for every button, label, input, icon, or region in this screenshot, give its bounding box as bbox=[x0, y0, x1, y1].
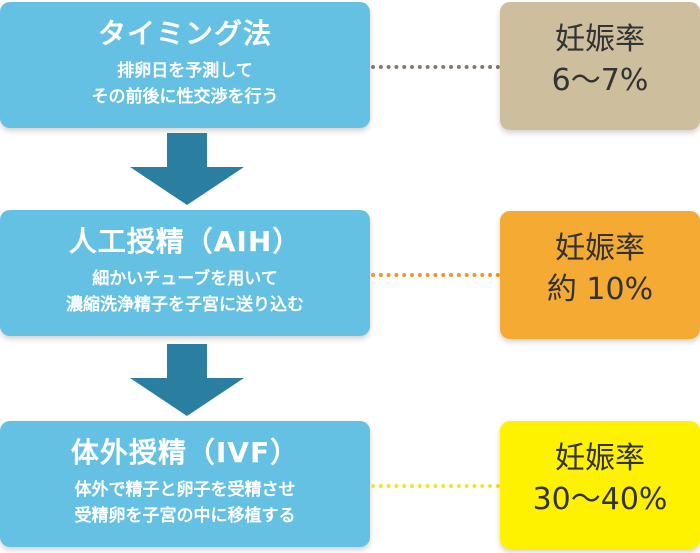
step-desc-line: その前後に性交渉を行う bbox=[91, 87, 279, 107]
pregnancy-rate-ivf: 妊娠率 30～40% bbox=[500, 421, 700, 549]
rate-label: 妊娠率 bbox=[555, 22, 645, 57]
step-description: 排卵日を予測して その前後に性交渉を行う bbox=[0, 58, 370, 110]
step-description: 細かいチューブを用いて 濃縮洗浄精子を子宮に送り込む bbox=[0, 266, 370, 318]
step-desc-line: 受精卵を子宮の中に移植する bbox=[74, 506, 296, 526]
step-desc-line: 排卵日を予測して bbox=[117, 61, 253, 81]
rate-label: 妊娠率 bbox=[555, 231, 645, 266]
step-in-vitro-fertilization: 体外授精（IVF） 体外で精子と卵子を受精させ 受精卵を子宮の中に移植する bbox=[0, 421, 370, 547]
step-artificial-insemination: 人工授精（AIH） 細かいチューブを用いて 濃縮洗浄精子を子宮に送り込む bbox=[0, 210, 370, 336]
step-title: 体外授精（IVF） bbox=[70, 436, 300, 469]
dotted-connector bbox=[371, 65, 500, 69]
down-arrow-icon bbox=[130, 133, 244, 205]
pregnancy-rate-timing: 妊娠率 6～7% bbox=[500, 2, 700, 130]
step-title: タイミング法 bbox=[97, 17, 272, 50]
rate-label: 妊娠率 bbox=[555, 441, 645, 476]
dotted-connector bbox=[371, 273, 500, 277]
rate-value: 6～7% bbox=[551, 63, 649, 98]
rate-value: 約 10% bbox=[546, 272, 654, 307]
pregnancy-rate-aih: 妊娠率 約 10% bbox=[500, 211, 700, 339]
rate-value: 30～40% bbox=[532, 482, 668, 517]
step-description: 体外で精子と卵子を受精させ 受精卵を子宮の中に移植する bbox=[0, 477, 370, 529]
down-arrow-icon bbox=[130, 344, 244, 416]
dotted-connector bbox=[371, 484, 500, 488]
step-desc-line: 細かいチューブを用いて bbox=[92, 269, 278, 289]
step-desc-line: 体外で精子と卵子を受精させ bbox=[74, 480, 296, 500]
step-title: 人工授精（AIH） bbox=[68, 225, 302, 258]
step-timing-method: タイミング法 排卵日を予測して その前後に性交渉を行う bbox=[0, 2, 370, 128]
step-desc-line: 濃縮洗浄精子を子宮に送り込む bbox=[66, 295, 304, 315]
